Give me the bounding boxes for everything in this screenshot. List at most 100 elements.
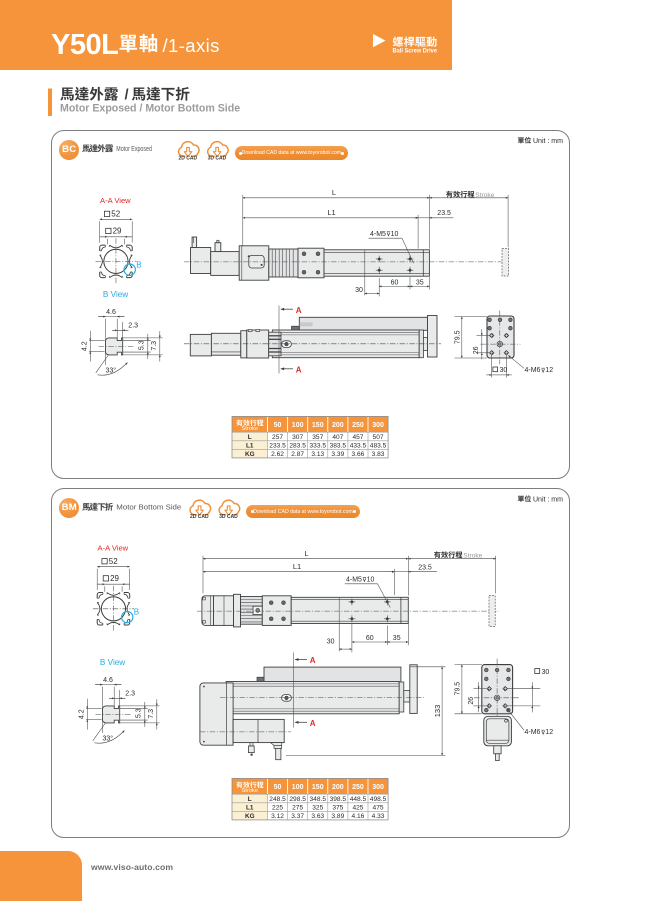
svg-text:Stroke: Stroke — [463, 552, 482, 559]
svg-text:7.3: 7.3 — [151, 341, 158, 351]
svg-text:375: 375 — [332, 805, 343, 812]
svg-text:2D CAD: 2D CAD — [190, 514, 209, 520]
svg-text:4.6: 4.6 — [106, 309, 116, 316]
svg-text:357: 357 — [312, 434, 323, 441]
svg-text:3.66: 3.66 — [352, 451, 365, 458]
svg-text:4-M5: 4-M5 — [370, 231, 386, 238]
svg-text:200: 200 — [332, 784, 344, 791]
svg-text:2D CAD: 2D CAD — [178, 156, 197, 162]
svg-text:Ball Screw Drive: Ball Screw Drive — [393, 48, 438, 55]
svg-text:Stroke: Stroke — [475, 192, 494, 199]
svg-text:B View: B View — [103, 290, 128, 299]
svg-text:35: 35 — [393, 635, 401, 642]
svg-text:100: 100 — [292, 422, 304, 429]
svg-text:4.2: 4.2 — [81, 341, 88, 351]
svg-text:30: 30 — [500, 367, 508, 374]
svg-text:250: 250 — [352, 784, 364, 791]
svg-text:60: 60 — [391, 279, 399, 286]
svg-text:4.2: 4.2 — [78, 709, 85, 719]
svg-text:Motor Exposed / Motor Bottom S: Motor Exposed / Motor Bottom Side — [60, 103, 240, 115]
svg-text:26: 26 — [473, 346, 480, 354]
svg-text:A: A — [296, 366, 302, 375]
svg-text:30: 30 — [355, 287, 363, 294]
svg-text:4-M6: 4-M6 — [525, 729, 541, 736]
svg-text:457: 457 — [352, 434, 363, 441]
svg-text:4.6: 4.6 — [103, 677, 113, 684]
svg-text:275: 275 — [292, 805, 303, 812]
svg-text:3.39: 3.39 — [331, 451, 344, 458]
svg-text:133: 133 — [433, 705, 442, 718]
svg-text:Y50L: Y50L — [51, 29, 118, 61]
svg-text:5.3: 5.3 — [136, 708, 143, 718]
svg-text:79.5: 79.5 — [454, 682, 461, 696]
svg-text:300: 300 — [372, 784, 384, 791]
svg-text:Unit : mm: Unit : mm — [533, 496, 563, 503]
svg-text:307: 307 — [292, 434, 303, 441]
svg-text:Motor Bottom Side: Motor Bottom Side — [116, 502, 181, 511]
svg-text:B: B — [134, 608, 139, 617]
svg-text:KG: KG — [245, 451, 255, 458]
svg-text:225: 225 — [272, 805, 283, 812]
svg-text:5.3: 5.3 — [139, 340, 146, 350]
svg-text:L: L — [248, 796, 252, 803]
svg-text:L: L — [304, 549, 308, 558]
svg-text:33°: 33° — [103, 735, 114, 743]
svg-text:433.5: 433.5 — [350, 443, 367, 450]
svg-text:52: 52 — [109, 557, 118, 566]
svg-text:/1-axis: /1-axis — [163, 35, 220, 56]
svg-text:4.16: 4.16 — [352, 813, 365, 820]
svg-text:12: 12 — [545, 367, 553, 374]
svg-text:398.5: 398.5 — [330, 796, 347, 803]
svg-text:2.87: 2.87 — [291, 451, 304, 458]
svg-text:L1: L1 — [327, 208, 335, 217]
svg-text:A-A View: A-A View — [100, 196, 131, 205]
svg-text:257: 257 — [272, 434, 283, 441]
svg-text:30: 30 — [542, 669, 550, 676]
svg-text:12: 12 — [545, 729, 553, 736]
svg-text:2.3: 2.3 — [125, 691, 135, 698]
svg-text:483.5: 483.5 — [370, 443, 387, 450]
svg-text:23.5: 23.5 — [437, 210, 451, 217]
svg-text:7.3: 7.3 — [148, 709, 155, 719]
svg-text:L: L — [332, 188, 336, 197]
svg-text:A: A — [310, 656, 316, 665]
svg-text:3D CAD: 3D CAD — [219, 514, 238, 520]
svg-text:35: 35 — [416, 279, 424, 286]
svg-text:4-M5: 4-M5 — [346, 576, 362, 583]
svg-text:3.83: 3.83 — [372, 451, 385, 458]
svg-text:425: 425 — [352, 805, 363, 812]
svg-text:A-A View: A-A View — [98, 543, 129, 552]
svg-text:3.89: 3.89 — [331, 813, 344, 820]
svg-text:300: 300 — [372, 422, 384, 429]
svg-text:Stroke: Stroke — [241, 788, 258, 794]
svg-text:248.5: 248.5 — [269, 796, 286, 803]
svg-text:10: 10 — [391, 231, 399, 238]
svg-text:10: 10 — [367, 576, 375, 583]
svg-text:507: 507 — [373, 434, 384, 441]
svg-text:KG: KG — [245, 813, 255, 820]
svg-text:L1: L1 — [293, 562, 301, 571]
svg-text:79.5: 79.5 — [454, 330, 461, 344]
svg-text:150: 150 — [312, 422, 324, 429]
svg-text:50: 50 — [274, 784, 282, 791]
svg-text:29: 29 — [110, 574, 119, 583]
svg-text:3.12: 3.12 — [271, 813, 284, 820]
svg-text:407: 407 — [332, 434, 343, 441]
svg-text:30: 30 — [327, 638, 335, 645]
svg-text:B: B — [136, 260, 141, 269]
svg-text:2.62: 2.62 — [271, 451, 284, 458]
svg-text:A: A — [296, 306, 302, 315]
svg-text:3.37: 3.37 — [291, 813, 304, 820]
svg-text:L: L — [248, 434, 252, 441]
svg-text:4-M6: 4-M6 — [525, 367, 541, 374]
svg-text:Unit : mm: Unit : mm — [533, 138, 563, 145]
svg-text:3D CAD: 3D CAD — [208, 156, 227, 162]
svg-text:333.5: 333.5 — [309, 443, 326, 450]
svg-text:23.5: 23.5 — [418, 564, 432, 571]
svg-text:250: 250 — [352, 422, 364, 429]
svg-text:Motor Exposed: Motor Exposed — [116, 144, 152, 153]
svg-text:3.63: 3.63 — [311, 813, 324, 820]
svg-text:60: 60 — [366, 635, 374, 642]
svg-text:298.5: 298.5 — [289, 796, 306, 803]
svg-text:448.5: 448.5 — [350, 796, 367, 803]
